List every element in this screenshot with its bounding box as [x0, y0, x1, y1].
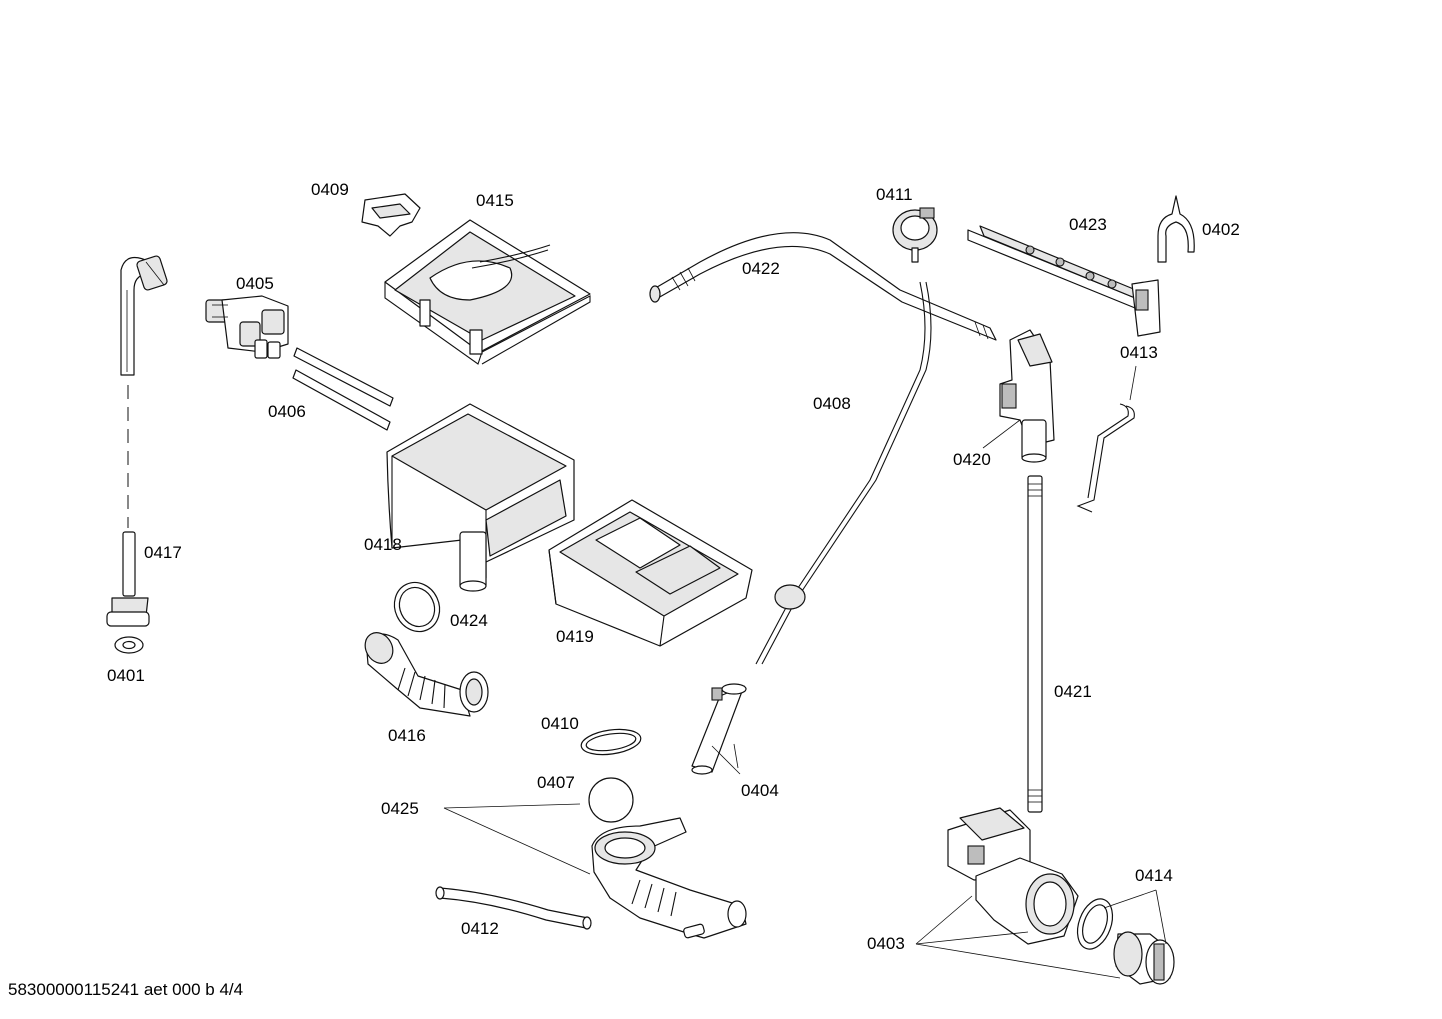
label-0402: 0402	[1202, 220, 1240, 239]
label-0407: 0407	[537, 773, 575, 792]
label-0406: 0406	[268, 402, 306, 421]
label-0414: 0414	[1135, 866, 1173, 885]
part-labels: 0409 0415 0405 0406 0418 0417 0401 0424 …	[107, 180, 1240, 953]
part-0422-hose	[649, 232, 997, 341]
part-0404-fitting	[691, 683, 747, 775]
part-0410-seal-ring	[580, 728, 642, 756]
part-0414-filter	[1076, 898, 1175, 985]
label-0419: 0419	[556, 627, 594, 646]
label-0410: 0410	[541, 714, 579, 733]
label-0413: 0413	[1120, 343, 1158, 362]
part-0421-tube	[1027, 475, 1043, 813]
part-0411-pressure-switch	[892, 207, 938, 263]
label-0416: 0416	[388, 726, 426, 745]
label-0418: 0418	[364, 535, 402, 554]
part-0406-tubes	[292, 347, 394, 431]
label-0421: 0421	[1054, 682, 1092, 701]
part-0407-ball	[588, 777, 634, 823]
label-0409: 0409	[311, 180, 349, 199]
part-0402-clip	[1157, 195, 1195, 263]
part-0405-solenoid-valve	[205, 295, 289, 359]
label-0417: 0417	[144, 543, 182, 562]
part-0423-bracket	[967, 225, 1161, 337]
part-0403-drain-pump	[947, 807, 1079, 945]
drawing-number: 58300000115241 aet 000 b 4/4	[8, 980, 244, 999]
label-0412: 0412	[461, 919, 499, 938]
label-0423: 0423	[1069, 215, 1107, 234]
label-0422: 0422	[742, 259, 780, 278]
label-0403: 0403	[867, 934, 905, 953]
label-0405: 0405	[236, 274, 274, 293]
label-0425: 0425	[381, 799, 419, 818]
label-0408: 0408	[813, 394, 851, 413]
part-0415-dispenser-housing-top	[384, 219, 591, 365]
part-0420-air-chamber	[999, 329, 1055, 463]
label-0401: 0401	[107, 666, 145, 685]
part-0401-0417-inlet-hose	[106, 255, 168, 654]
label-0411: 0411	[876, 185, 913, 204]
label-0415: 0415	[476, 191, 514, 210]
leader-lines	[443, 365, 1167, 979]
label-0420: 0420	[953, 450, 991, 469]
part-0418-drawer-housing	[386, 403, 575, 592]
part-0409-bracket	[361, 193, 421, 237]
part-0408-pressure-tube	[755, 281, 932, 665]
label-0404: 0404	[741, 781, 779, 800]
part-0412-hose	[435, 886, 592, 930]
part-0413-wire-rod	[1076, 403, 1135, 513]
part-0419-detergent-drawer	[548, 499, 753, 647]
part-0416-bellows-hose	[364, 632, 489, 717]
part-0425-sump-hose	[591, 817, 747, 939]
label-0424: 0424	[450, 611, 488, 630]
part-0424-seal-ring	[393, 581, 441, 633]
